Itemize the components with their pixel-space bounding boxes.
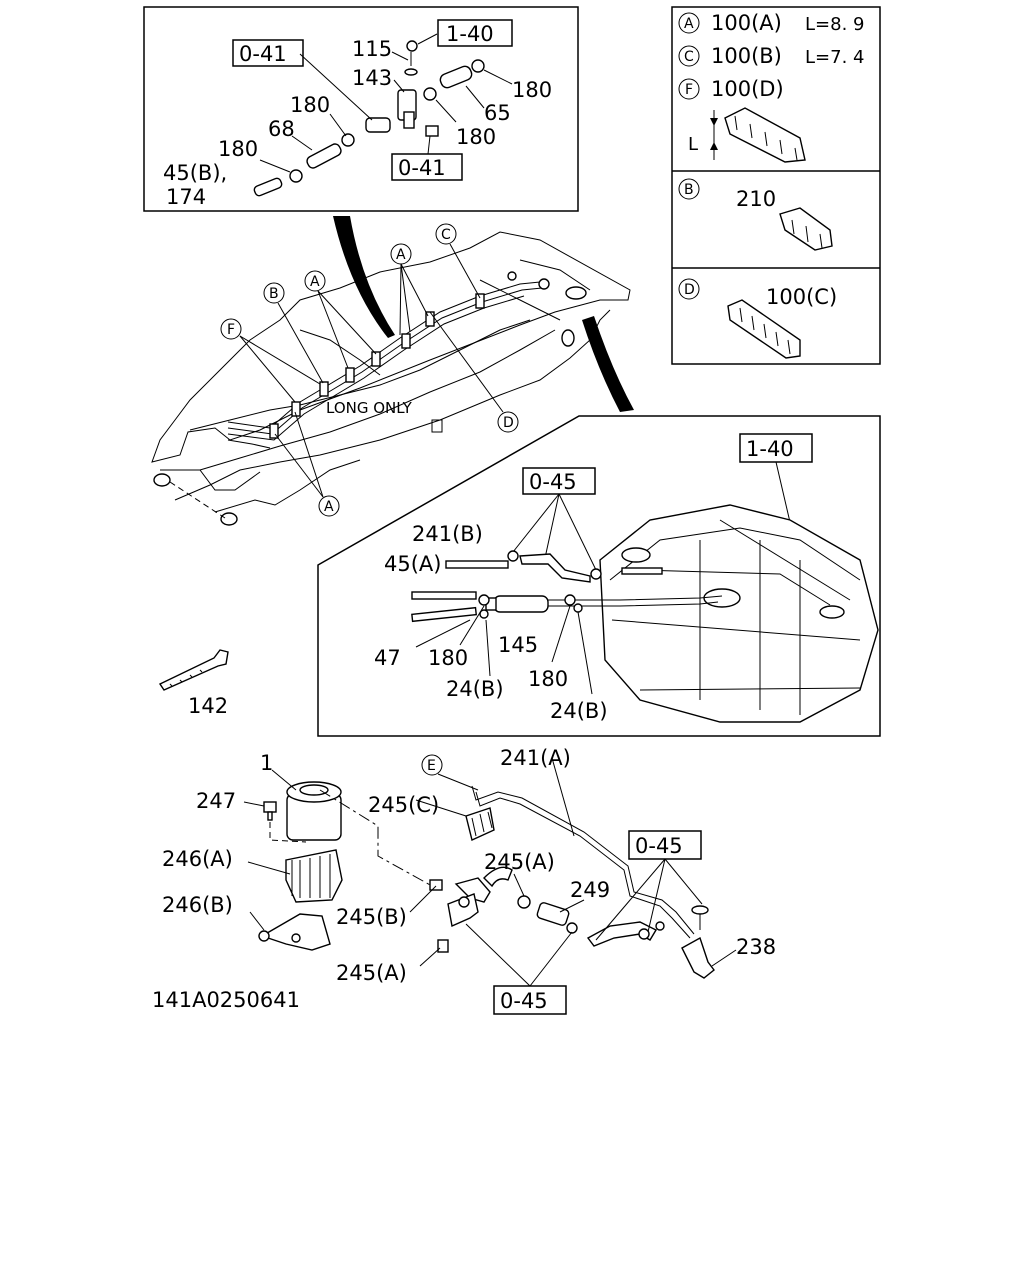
legend-letter-d: D — [684, 282, 695, 298]
frame-callout-a-upper: A — [396, 247, 406, 263]
fuel-tank-panel: 1-40 0-45 — [317, 415, 881, 737]
legend-part-100a: 100(A) — [711, 11, 782, 35]
clip-245c — [465, 807, 495, 841]
legend-letter-b: B — [684, 182, 694, 198]
fuel-filter-1 — [286, 781, 342, 841]
label-180-left: 180 — [218, 137, 258, 161]
label-246a: 246(A) — [162, 847, 233, 871]
cable-tie-142: 142 — [158, 649, 229, 718]
label-47: 47 — [374, 646, 401, 670]
label-45b: 45(B), — [163, 161, 227, 185]
drawing-code: 141A0250641 — [152, 988, 300, 1012]
hose-65 — [423, 59, 485, 101]
legend-part-210: 210 — [736, 187, 776, 211]
label-145: 145 — [498, 633, 538, 657]
label-246b: 246(B) — [162, 893, 233, 917]
filter-bracket-246a — [285, 849, 343, 903]
ref-box-0-45-filter-right[interactable]: 0-45 — [635, 834, 683, 858]
label-68: 68 — [268, 117, 295, 141]
clip-210-drawing — [779, 207, 833, 251]
legend-part-100c: 100(C) — [766, 285, 837, 309]
dimension-label-l: L — [688, 134, 698, 155]
label-245b: 245(B) — [336, 905, 407, 929]
label-142: 142 — [188, 694, 228, 718]
label-180-upper-mid: 180 — [290, 93, 330, 117]
ref-box-0-45-filter-bottom[interactable]: 0-45 — [500, 989, 548, 1013]
filter-bracket-246b — [258, 913, 331, 951]
legend-letter-a: A — [684, 16, 694, 32]
label-245a-bottom: 245(A) — [336, 961, 407, 985]
clip-legend-panel: A 100(A) L=8. 9 C 100(B) L=7. 4 F 100(D)… — [671, 6, 881, 365]
frame-callout-f: F — [227, 322, 235, 338]
chassis-frame-drawing: A C A B F D A LONG ONLY — [151, 216, 634, 526]
label-180-center: 180 — [456, 125, 496, 149]
frame-callout-c: C — [441, 227, 451, 243]
hose-145 — [485, 595, 549, 613]
clip-100c-drawing — [727, 299, 801, 359]
label-45a: 45(A) — [384, 552, 441, 576]
fuel-filter-section: E 0-45 0-45 1 247 246(A) 246(B) 245 — [162, 746, 776, 1015]
ref-box-1-40-tank[interactable]: 1-40 — [746, 437, 794, 461]
label-24b-left: 24(B) — [446, 677, 504, 701]
hose-68 — [289, 133, 355, 183]
label-174: 174 — [166, 185, 206, 209]
label-24b-right: 24(B) — [550, 699, 608, 723]
frame-callout-a-lower: A — [324, 499, 334, 515]
ref-box-0-45-tank[interactable]: 0-45 — [529, 470, 577, 494]
sender-connector — [365, 40, 439, 137]
frame-callout-d: D — [503, 415, 514, 431]
label-180-tank-right: 180 — [528, 667, 568, 691]
label-245c: 245(C) — [368, 793, 439, 817]
label-1: 1 — [260, 751, 273, 775]
legend-length-a: L=8. 9 — [805, 14, 864, 35]
label-115: 115 — [352, 37, 392, 61]
label-65: 65 — [484, 101, 511, 125]
ref-box-0-41-upper[interactable]: 0-41 — [239, 42, 287, 66]
legend-letter-f: F — [685, 82, 693, 98]
ref-box-1-40-upper[interactable]: 1-40 — [446, 22, 494, 46]
legend-letter-c: C — [684, 49, 694, 65]
clip-100d-drawing: L — [688, 107, 806, 163]
label-180-tank-left: 180 — [428, 646, 468, 670]
label-238: 238 — [736, 935, 776, 959]
hose-45b — [253, 177, 283, 197]
legend-length-c: L=7. 4 — [805, 47, 864, 68]
long-only-note: LONG ONLY — [326, 399, 413, 417]
label-245a-top: 245(A) — [484, 850, 555, 874]
label-247: 247 — [196, 789, 236, 813]
valve-249 — [536, 902, 578, 934]
ref-box-0-41-lower[interactable]: 0-41 — [398, 156, 446, 180]
label-249: 249 — [570, 878, 610, 902]
top-detail-panel: 0-41 1-40 0-41 — [143, 6, 579, 212]
fuel-tank — [599, 504, 879, 723]
legend-part-100d: 100(D) — [711, 77, 784, 101]
legend-part-100b: 100(B) — [711, 44, 782, 68]
label-241b: 241(B) — [412, 522, 483, 546]
clamp-238 — [681, 905, 715, 979]
label-143: 143 — [352, 66, 392, 90]
frame-callout-b: B — [269, 286, 279, 302]
filter-callout-e: E — [427, 758, 436, 774]
label-241a: 241(A) — [500, 746, 571, 770]
frame-callout-a-mid: A — [310, 274, 320, 290]
label-180-top-right: 180 — [512, 78, 552, 102]
